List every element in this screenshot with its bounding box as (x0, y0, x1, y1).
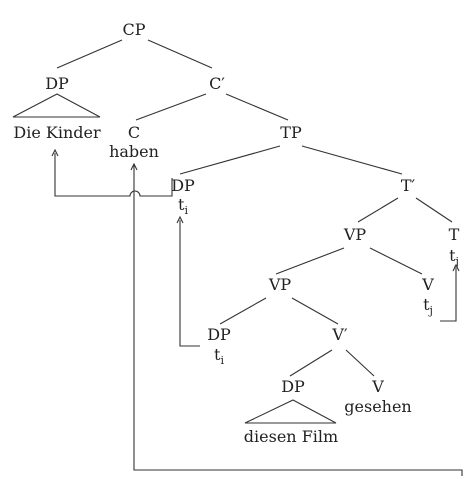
node-t-bar: T′ (401, 176, 416, 195)
leaf-die-kinder: Die Kinder (13, 123, 101, 142)
node-tp: TP (280, 123, 302, 142)
leaf-gesehen: gesehen (344, 397, 411, 416)
edge-cp-cbar (147, 39, 213, 69)
movement-line-t (440, 268, 457, 322)
arrowhead-spec-tp (176, 215, 184, 224)
triangle-object-dp (244, 399, 337, 424)
edge-cp-dp (56, 39, 123, 69)
node-v-lower: V (371, 377, 384, 396)
node-vp-lower: VP (268, 275, 292, 294)
trace-i-spec-vp: ti (214, 345, 224, 367)
movement-line-verb (133, 164, 463, 476)
node-t-head: T (449, 225, 460, 244)
movement-line-spec-tp (179, 220, 200, 347)
trace-j-t: tj (449, 246, 459, 268)
trace-j-v: tj (423, 295, 433, 317)
node-cp: CP (122, 20, 145, 39)
edge-vp-vbar (291, 297, 339, 325)
edge-cbar-tp (225, 93, 289, 121)
edge-cbar-c (135, 93, 207, 121)
node-dp-object: DP (281, 377, 305, 396)
edge-vp-dp (219, 297, 267, 325)
movement-arrows (51, 148, 463, 476)
trace-i-spec-tp: ti (178, 195, 188, 217)
node-dp-spec-vp: DP (207, 325, 231, 344)
edge-tp-dp (179, 145, 281, 175)
edge-vbar-v (345, 349, 375, 377)
arrowhead-verb (130, 162, 138, 171)
node-c: C (128, 123, 140, 142)
tree-edges (56, 39, 453, 377)
edge-tp-tbar (301, 145, 403, 175)
arrowhead-subject (51, 148, 59, 157)
movement-line-subject (54, 153, 173, 197)
arrowhead-t (452, 263, 460, 272)
node-vp-upper: VP (343, 225, 367, 244)
node-v-bar: V′ (331, 325, 348, 344)
edge-vbar-dp (289, 349, 333, 377)
edge-tbar-t (415, 197, 453, 223)
edge-tbar-vp (357, 197, 399, 223)
node-c-bar: C′ (209, 74, 225, 93)
leaf-diesen-film: diesen Film (244, 427, 338, 446)
node-dp-subject: DP (45, 74, 69, 93)
node-dp-spec-tp: DP (171, 176, 195, 195)
node-v-upper: V (421, 275, 434, 294)
edge-vp-vp (275, 247, 345, 275)
leaf-haben: haben (109, 142, 159, 161)
edge-vp-v (369, 247, 423, 275)
triangle-subject-dp (12, 93, 101, 118)
